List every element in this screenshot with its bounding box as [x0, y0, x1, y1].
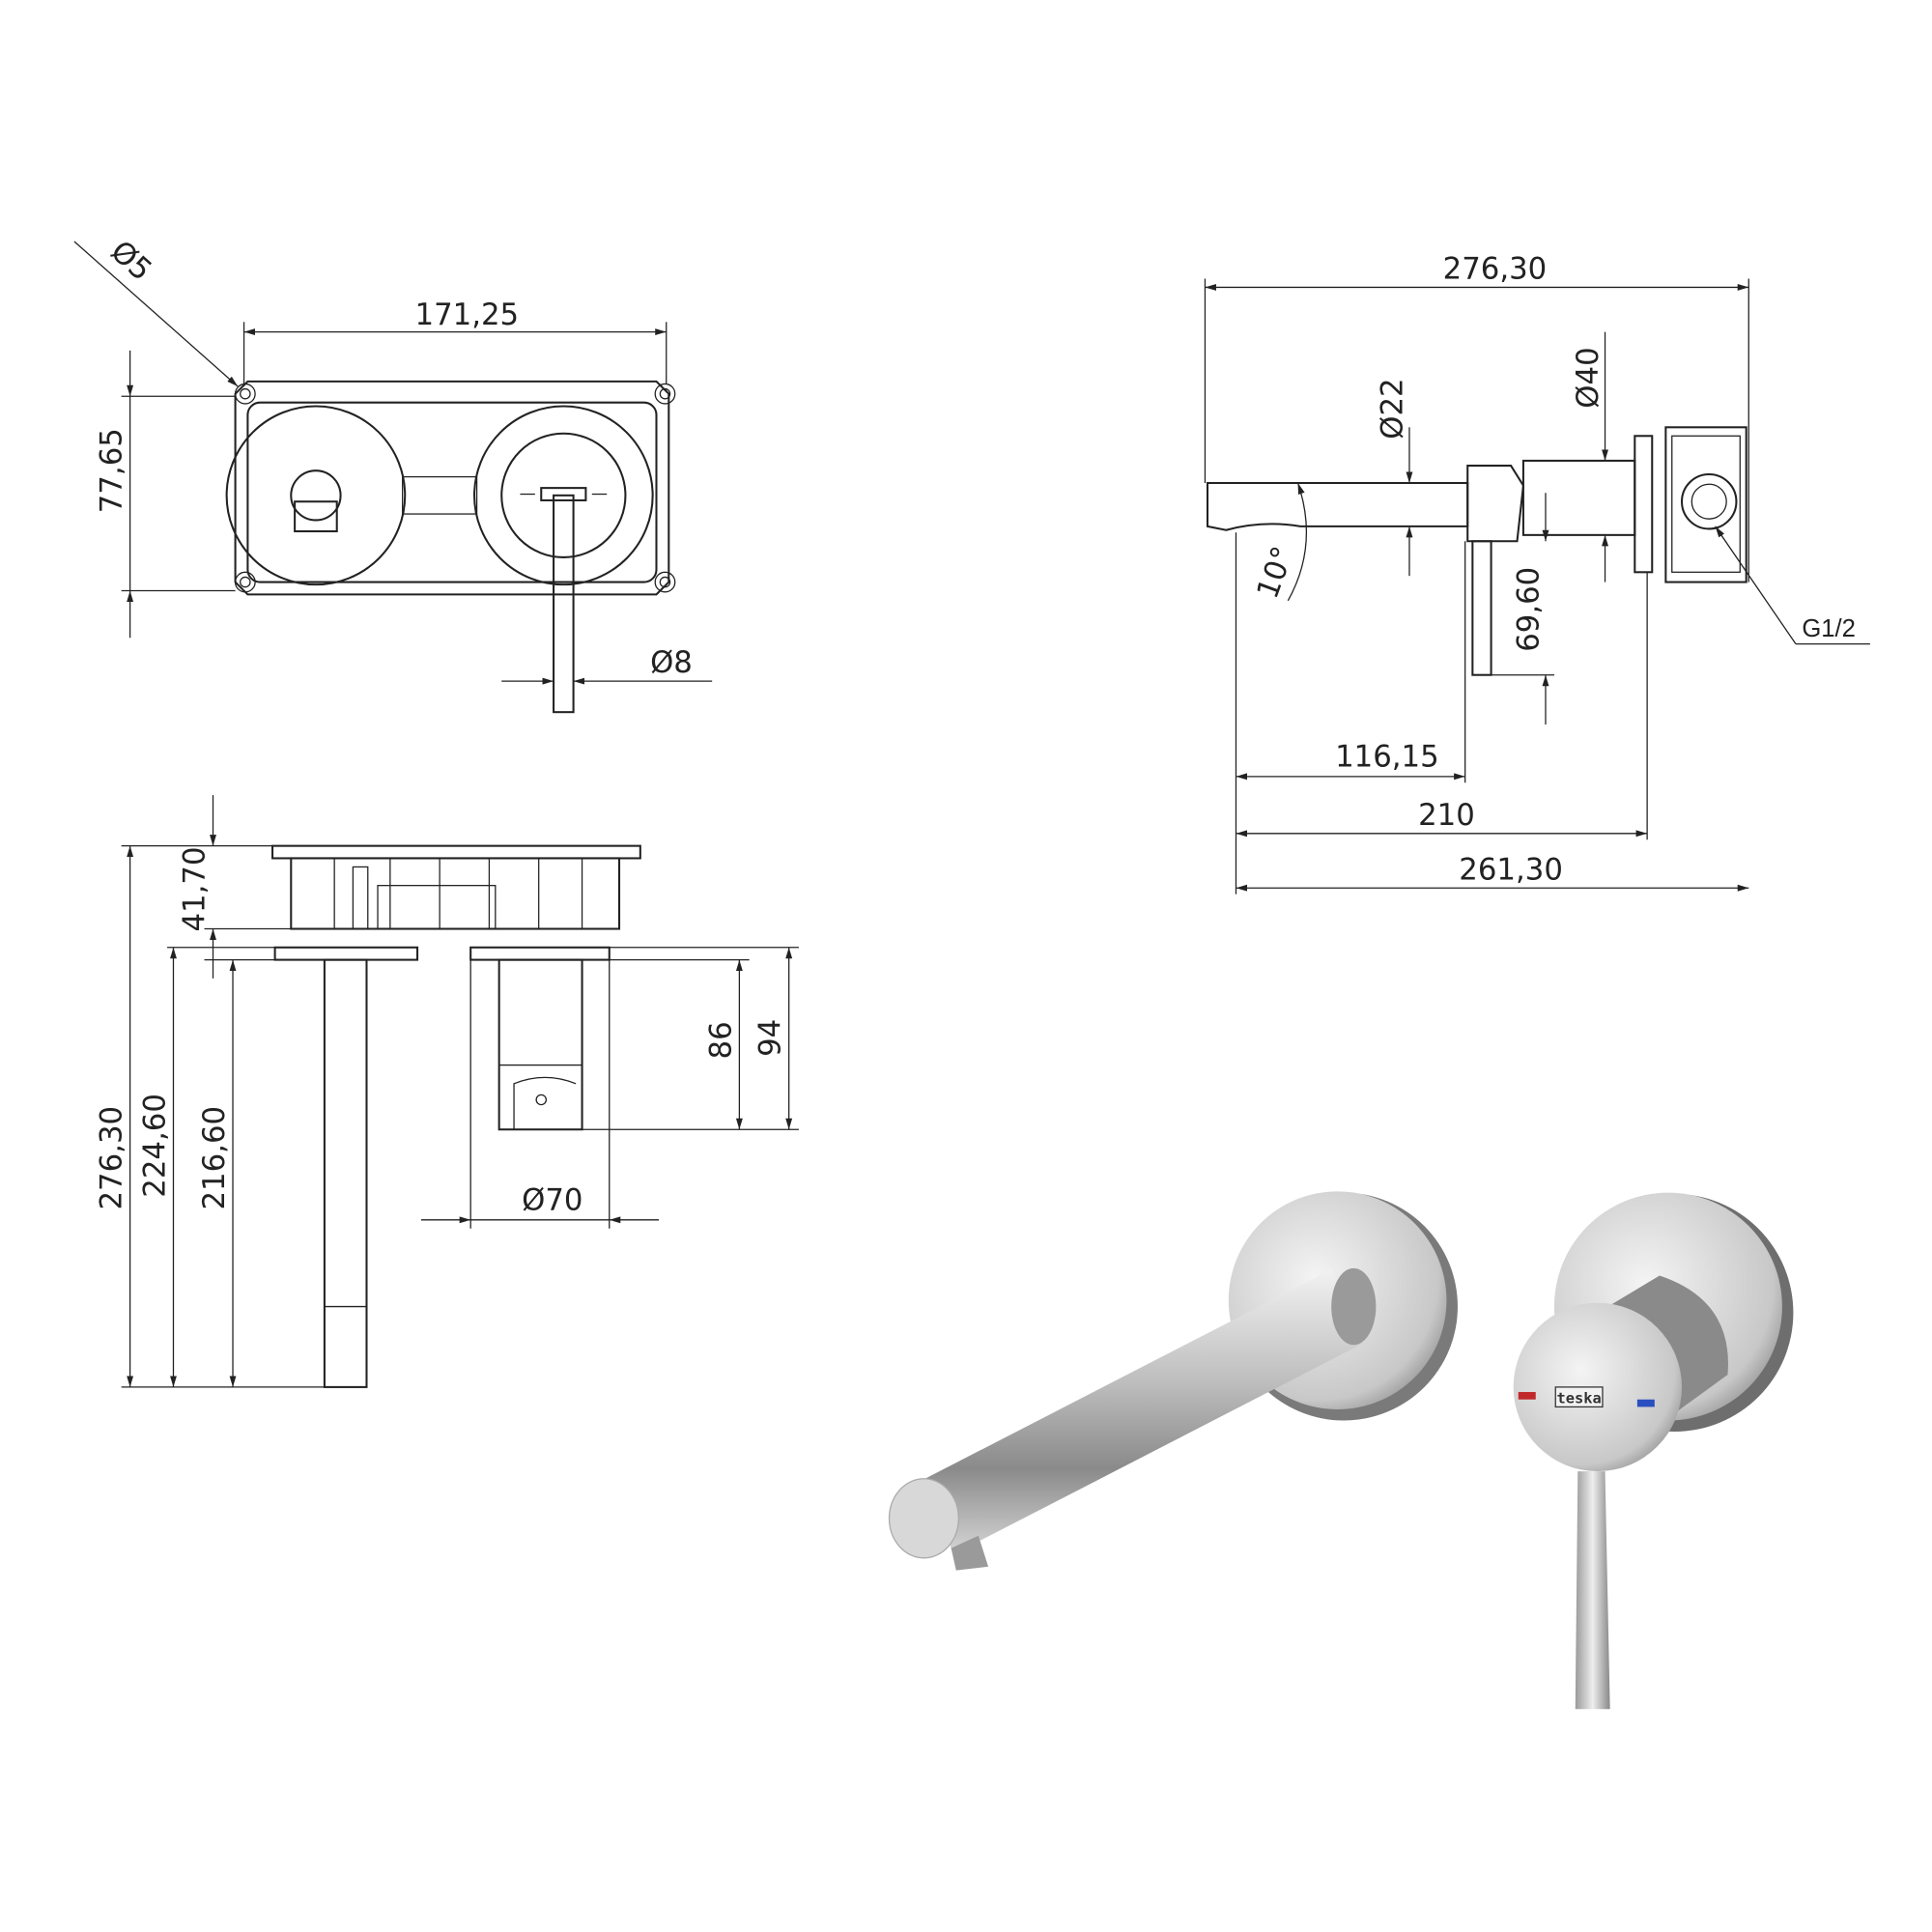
dim-261: 261,30: [1459, 852, 1563, 887]
dim-flange-dia: Ø40: [1571, 347, 1605, 408]
dim-210: 210: [1418, 798, 1475, 833]
dim-116: 116,15: [1335, 740, 1439, 775]
dim-flange-dia: Ø70: [522, 1183, 582, 1218]
top-view: 171,25 77,65 Ø5 Ø8: [73, 234, 713, 714]
dim-height: 77,65: [95, 428, 129, 513]
dim-hole: Ø5: [103, 234, 158, 288]
dim-box-depth: 41,70: [178, 846, 213, 931]
brand-logo: teska: [1556, 1390, 1601, 1407]
dim-224: 224,60: [138, 1094, 173, 1198]
hot-indicator: [1518, 1392, 1536, 1400]
front-view: 276,30 224,60 216,60 41,70 86 94 Ø70: [95, 795, 799, 1388]
dim-total: 276,30: [95, 1106, 129, 1210]
dim-lever: Ø8: [650, 645, 693, 680]
dim-width: 171,25: [415, 298, 520, 332]
dim-spout-dia: Ø22: [1375, 378, 1409, 439]
cold-indicator: [1636, 1399, 1655, 1407]
dim-86: 86: [703, 1021, 738, 1059]
dim-total: 276,30: [1443, 251, 1548, 286]
dim-lever-len: 69,60: [1511, 567, 1546, 652]
dim-94: 94: [753, 1019, 788, 1057]
dim-angle: 10°: [1250, 542, 1300, 604]
side-view: 276,30 Ø22 Ø40 69,60 10° G1/2 116,15 210…: [1204, 251, 1870, 895]
dim-thread: G1/2: [1802, 615, 1856, 642]
dim-216: 216,60: [197, 1106, 232, 1210]
mount-hole: [234, 383, 676, 593]
product-render: teska: [888, 1191, 1794, 1710]
